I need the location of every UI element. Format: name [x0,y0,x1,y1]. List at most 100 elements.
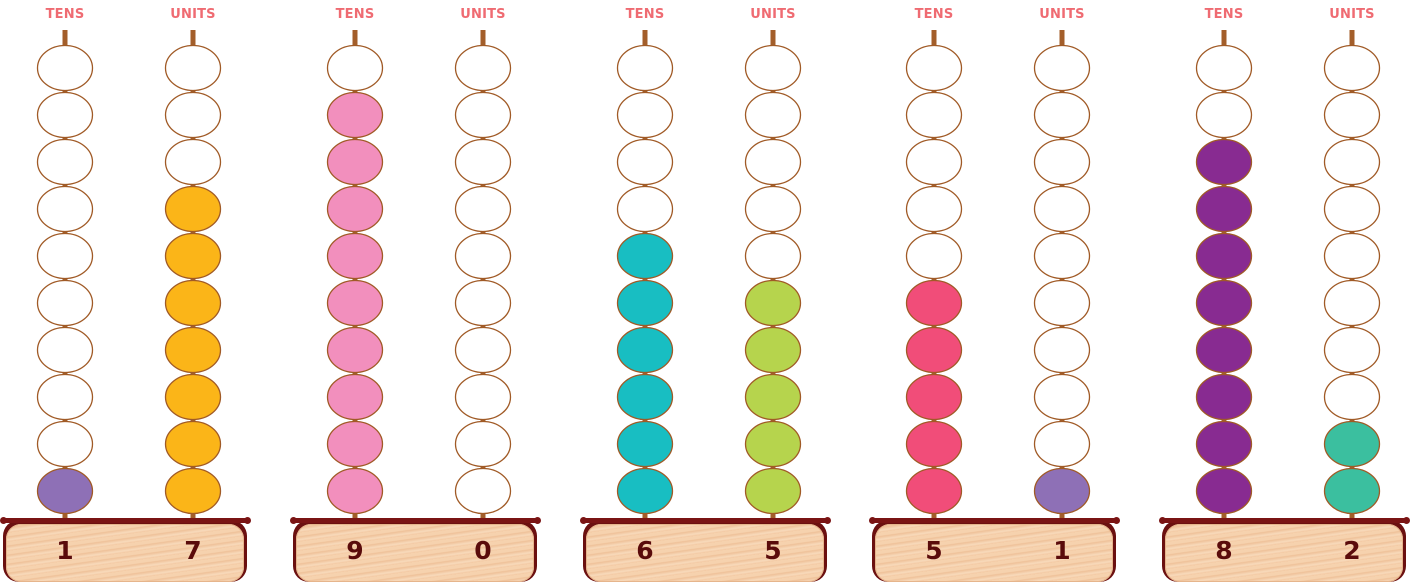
empty-bead-units [746,46,801,91]
empty-bead-units [456,46,511,91]
filled-bead-tens [618,234,673,279]
empty-bead-units [1035,93,1090,138]
filled-bead-tens [618,281,673,326]
empty-bead-tens [907,93,962,138]
units-column-label: UNITS [153,7,233,22]
filled-bead-units [746,469,801,514]
empty-bead-units [456,93,511,138]
abacus-rail [1162,518,1407,523]
tens-digit: 6 [615,536,675,565]
filled-bead-tens [328,140,383,185]
empty-bead-units [166,140,221,185]
filled-bead-units [166,469,221,514]
empty-bead-units [456,328,511,373]
filled-bead-tens [1197,422,1252,467]
filled-bead-units [1325,469,1380,514]
empty-bead-units [1325,234,1380,279]
empty-bead-tens [907,234,962,279]
empty-bead-tens [38,328,93,373]
tens-column-label: TENS [894,7,974,22]
empty-bead-tens [38,234,93,279]
tens-column-label: TENS [605,7,685,22]
units-digit: 0 [453,536,513,565]
tens-digit: 9 [325,536,385,565]
filled-bead-units [166,422,221,467]
rail-end-left [0,517,7,524]
empty-bead-tens [907,187,962,232]
empty-bead-units [1035,422,1090,467]
empty-bead-units [166,93,221,138]
rail-end-left [1159,517,1166,524]
filled-bead-tens [1197,187,1252,232]
empty-bead-units [1035,187,1090,232]
empty-bead-units [746,93,801,138]
filled-bead-units [746,281,801,326]
filled-bead-units [166,375,221,420]
empty-bead-units [456,234,511,279]
filled-bead-tens [328,375,383,420]
filled-bead-tens [328,93,383,138]
units-column-label: UNITS [1312,7,1392,22]
empty-bead-units [1035,328,1090,373]
empty-bead-units [746,187,801,232]
filled-bead-tens [1197,375,1252,420]
filled-bead-units [1325,422,1380,467]
empty-bead-units [1035,281,1090,326]
empty-bead-units [746,234,801,279]
empty-bead-tens [328,46,383,91]
empty-bead-units [456,281,511,326]
empty-bead-units [1325,281,1380,326]
units-digit: 1 [1032,536,1092,565]
empty-bead-units [1325,46,1380,91]
filled-bead-units [746,375,801,420]
rail-end-right [244,517,251,524]
abacus-rail [293,518,538,523]
empty-bead-tens [907,140,962,185]
rail-end-right [1113,517,1120,524]
filled-bead-tens [907,328,962,373]
empty-bead-tens [618,46,673,91]
filled-bead-tens [328,234,383,279]
tens-digit: 1 [35,536,95,565]
empty-bead-units [1035,46,1090,91]
empty-bead-units [1035,234,1090,279]
tens-digit: 8 [1194,536,1254,565]
empty-bead-units [1325,187,1380,232]
units-column-label: UNITS [733,7,813,22]
rail-end-right [534,517,541,524]
filled-bead-tens [1197,140,1252,185]
filled-bead-tens [907,281,962,326]
rail-end-left [290,517,297,524]
filled-bead-tens [328,187,383,232]
empty-bead-units [1325,375,1380,420]
empty-bead-tens [38,46,93,91]
empty-bead-tens [618,140,673,185]
filled-bead-tens [618,422,673,467]
empty-bead-units [456,375,511,420]
tens-column-label: TENS [1184,7,1264,22]
empty-bead-units [456,422,511,467]
abacus-rail [3,518,248,523]
empty-bead-units [166,46,221,91]
filled-bead-tens [907,422,962,467]
abacus-rail [583,518,828,523]
empty-bead-units [1325,328,1380,373]
filled-bead-units [166,328,221,373]
filled-bead-tens [38,469,93,514]
empty-bead-units [1325,140,1380,185]
empty-bead-tens [38,375,93,420]
filled-bead-units [746,422,801,467]
filled-bead-tens [1197,281,1252,326]
filled-bead-tens [1197,328,1252,373]
filled-bead-units [166,187,221,232]
filled-bead-tens [328,469,383,514]
filled-bead-tens [1197,234,1252,279]
empty-bead-tens [618,187,673,232]
empty-bead-units [746,140,801,185]
empty-bead-units [1035,375,1090,420]
filled-bead-tens [1197,469,1252,514]
units-column-label: UNITS [1022,7,1102,22]
empty-bead-tens [38,93,93,138]
